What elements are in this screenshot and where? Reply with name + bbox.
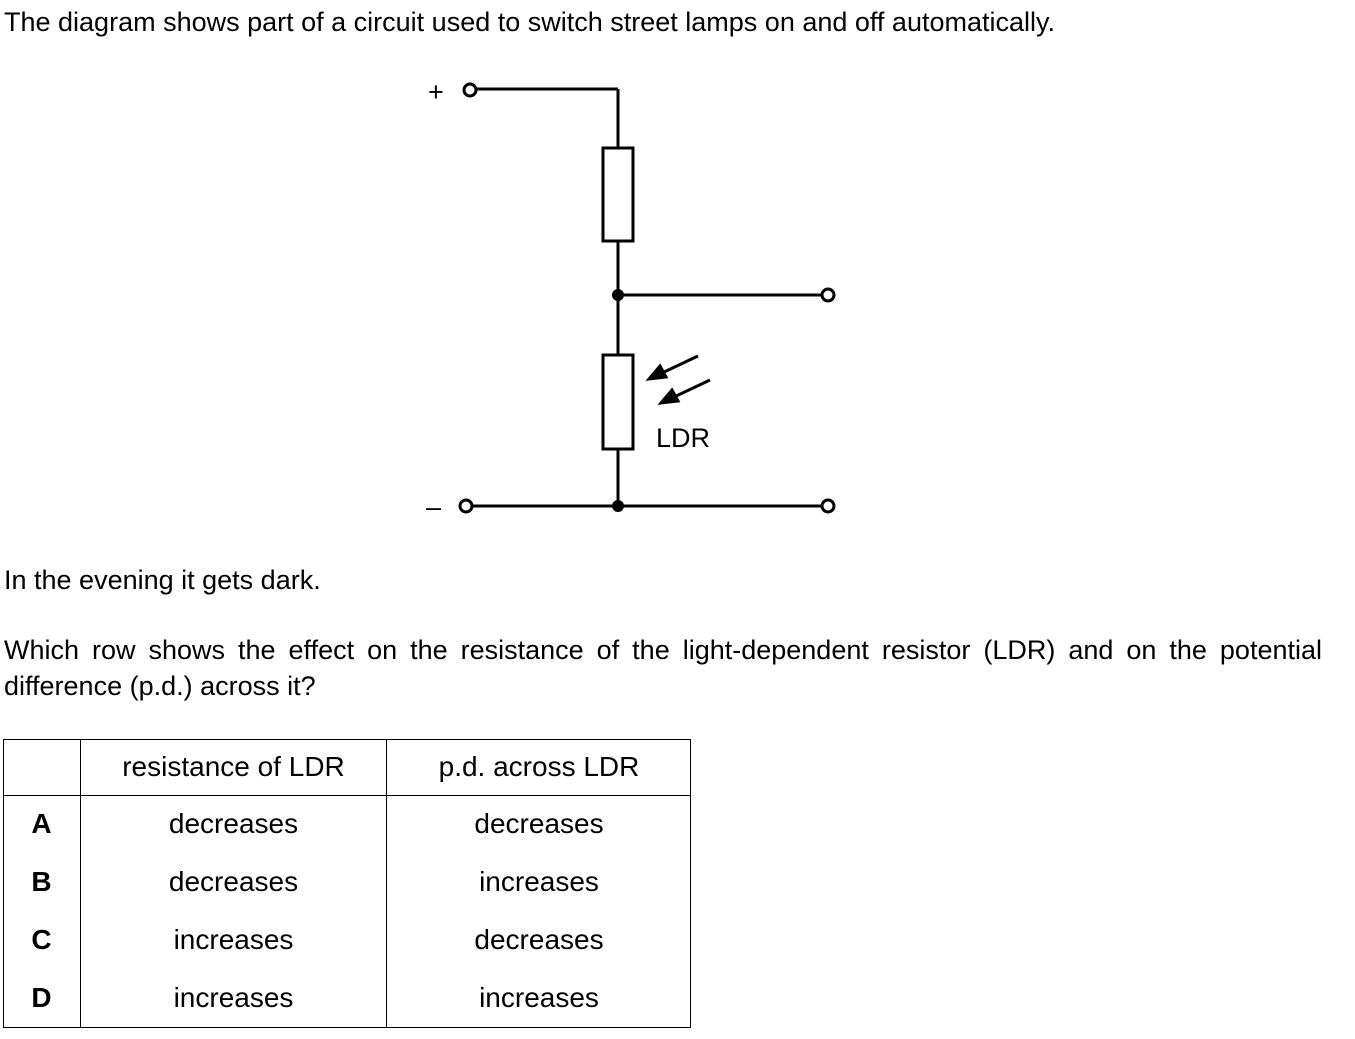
row-key: C xyxy=(3,911,81,969)
row-resistance: decreases xyxy=(80,853,387,911)
intro-text: The diagram shows part of a circuit used… xyxy=(4,7,1055,37)
table-header-row: resistance of LDR p.d. across LDR xyxy=(3,739,691,796)
output-terminal-bottom xyxy=(820,498,836,514)
header-pd: p.d. across LDR xyxy=(386,739,691,796)
table-row: A decreases decreases xyxy=(3,795,691,853)
row-resistance: increases xyxy=(80,911,387,969)
negative-terminal xyxy=(458,498,474,514)
light-arrow-2 xyxy=(673,378,711,399)
row-resistance: decreases xyxy=(80,795,387,853)
negative-label: – xyxy=(426,492,441,522)
light-arrow-1-head xyxy=(645,363,669,381)
row-pd: increases xyxy=(479,866,599,897)
answer-table: resistance of LDR p.d. across LDR A decr… xyxy=(3,739,691,1027)
light-arrow-1 xyxy=(661,354,699,375)
fixed-resistor xyxy=(601,146,635,243)
row-key: A xyxy=(3,795,81,853)
positive-label: + xyxy=(428,77,444,107)
circuit-diagram: + – LDR xyxy=(426,77,836,522)
row-key: D xyxy=(3,969,81,1027)
row-pd: increases xyxy=(479,982,599,1013)
light-arrow-2-head xyxy=(657,387,681,405)
output-terminal-top xyxy=(820,287,836,303)
table-row: B decreases increases xyxy=(3,853,691,911)
row-key: B xyxy=(3,853,81,911)
question-text: Which row shows the effect on the resist… xyxy=(4,635,1322,701)
header-resistance: resistance of LDR xyxy=(80,739,387,796)
table-row: C increases decreases xyxy=(3,911,691,969)
row-pd: decreases xyxy=(474,808,604,840)
junction-dot-upper xyxy=(612,289,624,301)
table-row: D increases increases xyxy=(3,969,691,1027)
positive-terminal xyxy=(462,82,478,98)
header-key xyxy=(3,739,81,796)
row-resistance: increases xyxy=(80,969,387,1027)
junction-dot-lower xyxy=(612,500,624,512)
evening-text: In the evening it gets dark. xyxy=(4,565,321,595)
row-pd: decreases xyxy=(474,924,604,955)
ldr-label: LDR xyxy=(656,423,710,453)
ldr-resistor xyxy=(601,353,635,451)
